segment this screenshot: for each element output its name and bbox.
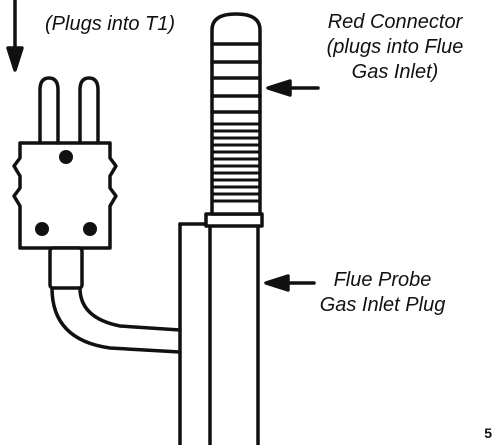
- plugs-into-t1-label: (Plugs into T1): [45, 13, 176, 35]
- flue-probe-label-line-1: Flue Probe: [333, 269, 432, 291]
- probe-collar: [204, 212, 264, 228]
- page-number: 5: [484, 425, 492, 441]
- red-connector-label-line-1: Red Connector: [327, 11, 463, 33]
- probe-inner-tube: [208, 222, 260, 445]
- connector-threads: [210, 122, 262, 203]
- probe-cable: [50, 286, 182, 354]
- contact-dot-top: [59, 150, 73, 164]
- contact-dot-left: [35, 222, 49, 236]
- flue-probe-label-line-2: Gas Inlet Plug: [319, 294, 446, 316]
- flue-probe-label: Flue Probe Gas Inlet Plug: [300, 268, 465, 318]
- red-connector-label-line-3: Gas Inlet): [351, 61, 439, 83]
- red-connector: [210, 12, 262, 216]
- plug-neck: [48, 246, 84, 290]
- flue-probe-arrow: [264, 274, 316, 292]
- red-connector-label: Red Connector (plugs into Flue Gas Inlet…: [300, 10, 490, 85]
- thermocouple-prongs: [38, 76, 100, 145]
- red-connector-arrow: [266, 79, 320, 97]
- red-connector-label-line-2: (plugs into Flue: [326, 36, 464, 58]
- down-arrow: [6, 0, 24, 72]
- probe-outer-tube: [178, 222, 212, 445]
- thermocouple-plug-body: [12, 141, 118, 250]
- contact-dot-right: [83, 222, 97, 236]
